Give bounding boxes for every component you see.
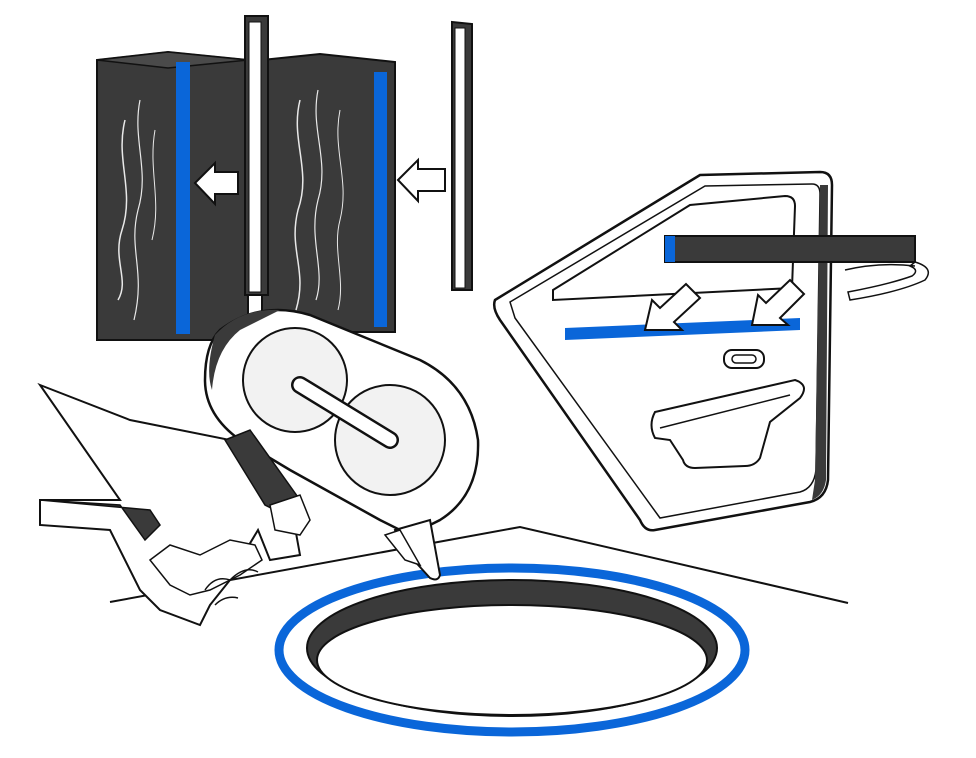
ring-groove-icon (274, 563, 750, 737)
seal-strip-icon (244, 15, 473, 296)
dual-cartridge-gun-icon (203, 308, 480, 581)
curl-strip-icon (844, 261, 930, 301)
arrow-left-icon (193, 157, 446, 207)
car-door-icon (492, 170, 916, 532)
arrow-down-left-icon (643, 278, 806, 331)
wood-panel-icon (96, 50, 396, 341)
